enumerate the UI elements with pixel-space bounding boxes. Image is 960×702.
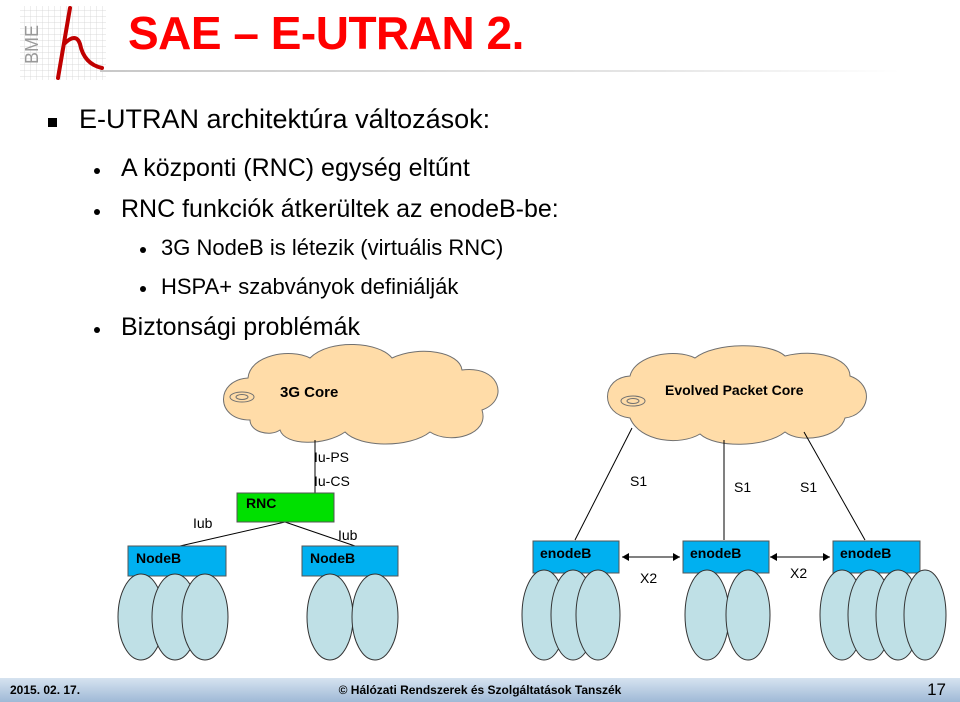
network-diagram: 3G Core Evolved Packet Core Iu-PS Iu-CS … xyxy=(117,344,947,661)
enodeb-box-1 xyxy=(532,540,620,574)
cell-group-lte-2 xyxy=(684,569,771,661)
cell-ellipse xyxy=(181,573,229,661)
cloud-3g-core xyxy=(223,344,499,445)
enodeb-box-2 xyxy=(682,540,770,574)
link-iub-1 xyxy=(179,521,286,547)
cell-ellipse xyxy=(684,569,730,661)
link-s1-b-label: S1 xyxy=(734,479,751,495)
bullet-4: 3G NodeB is létezik (virtuális RNC) xyxy=(161,235,504,260)
cell-ellipse xyxy=(351,573,399,661)
cell-ellipse xyxy=(306,573,354,661)
cloud-swirl-icon xyxy=(620,395,646,407)
nodeb-1-label: NodeB xyxy=(136,550,181,566)
enodeb-2-label: enodeB xyxy=(690,545,741,561)
footer-bar: 2015. 02. 17. © Hálózati Rendszerek és S… xyxy=(0,678,960,702)
link-s1-c xyxy=(803,431,866,541)
bullet-6: Biztonsági problémák xyxy=(121,313,361,341)
cloud-epc-label: Evolved Packet Core xyxy=(665,382,804,398)
link-iu-cs-label: Iu-CS xyxy=(314,473,350,489)
nodeb-2-label: NodeB xyxy=(310,550,355,566)
bullet-dot-icon xyxy=(140,247,146,253)
bullet-5: HSPA+ szabványok definiálják xyxy=(161,274,459,299)
bullet-3: RNC funkciók átkerültek az enodeB-be: xyxy=(121,195,559,223)
square-bullet-icon xyxy=(48,118,57,127)
link-s1-a xyxy=(574,427,633,541)
cloud-3g-core-label: 3G Core xyxy=(280,384,338,401)
link-iub-1-label: Iub xyxy=(193,515,213,531)
bullet-2: A központi (RNC) egység eltűnt xyxy=(121,154,470,182)
bullet-dot-icon xyxy=(94,168,100,174)
bme-logo: BME xyxy=(20,6,106,80)
bullet-1: E-UTRAN architektúra változások: xyxy=(79,104,491,134)
cell-group-3g-1 xyxy=(117,573,229,661)
link-iub-2 xyxy=(284,521,356,547)
bullet-dot-icon xyxy=(94,327,100,333)
cell-group-lte-1 xyxy=(521,569,621,661)
cell-ellipse xyxy=(575,569,621,661)
bullet-dot-icon xyxy=(94,209,100,215)
cell-ellipse xyxy=(903,569,947,661)
title-divider xyxy=(100,70,900,72)
enodeb-3-label: enodeB xyxy=(840,545,891,561)
link-x2-a-label: X2 xyxy=(640,570,657,586)
cloud-swirl-icon xyxy=(229,391,255,403)
enodeb-1-label: enodeB xyxy=(540,545,591,561)
bullet-dot-icon xyxy=(140,286,146,292)
cloud-epc xyxy=(607,345,867,445)
link-iu-ps-label: Iu-PS xyxy=(314,449,349,465)
cell-ellipse xyxy=(725,569,771,661)
link-s1-c-label: S1 xyxy=(800,479,817,495)
footer-date: 2015. 02. 17. xyxy=(10,683,81,697)
link-x2-b-label: X2 xyxy=(790,565,807,581)
page-number: 17 xyxy=(927,680,946,699)
link-s1-a-label: S1 xyxy=(630,473,647,489)
logo-text: BME xyxy=(22,25,42,64)
cell-group-lte-3 xyxy=(819,569,947,661)
footer-copyright: © Hálózati Rendszerek és Szolgáltatások … xyxy=(338,683,622,697)
cell-group-3g-2 xyxy=(306,573,399,661)
rnc-box xyxy=(236,492,335,523)
rnc-label: RNC xyxy=(246,495,276,511)
link-iub-2-label: Iub xyxy=(338,527,358,543)
logo-h-mark xyxy=(56,6,104,80)
nodeb-box-2 xyxy=(301,545,399,577)
slide-title: SAE – E-UTRAN 2. xyxy=(128,7,524,59)
